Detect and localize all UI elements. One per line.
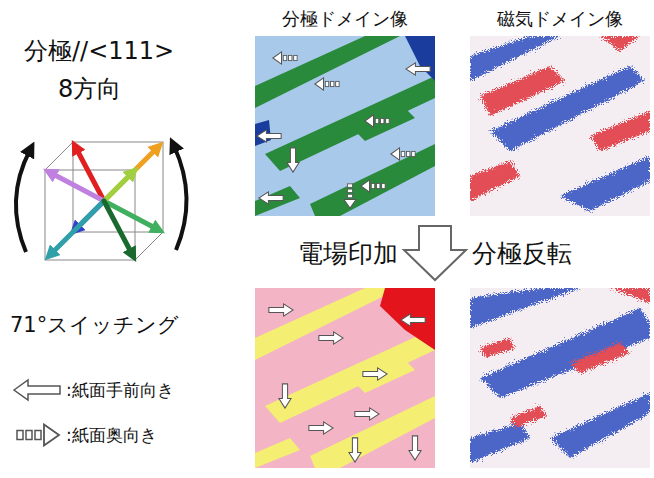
legend-text: :紙面奥向き: [66, 423, 157, 447]
image-panel: 磁気ドメイン像: [470, 6, 650, 218]
polarization-domain-image: [255, 36, 435, 216]
axis-label: 分極//<111>: [24, 36, 174, 66]
switching-label: 71°スイッチング: [10, 312, 179, 338]
legend-samples: [14, 380, 60, 446]
panel-heading: 分極ドメイン像: [255, 6, 435, 32]
rotation-arrows: [16, 146, 187, 252]
result-label: 分極反転: [472, 238, 572, 269]
cube-figure: [45, 142, 163, 260]
magnetic-domain-image: [470, 36, 650, 216]
transition-arrow: [404, 226, 466, 280]
panel-heading: 磁気ドメイン像: [470, 6, 650, 32]
magnetic-domain-image: [470, 288, 650, 468]
polarization-arrows: [51, 148, 157, 254]
legend-text: :紙面手前向き: [66, 378, 174, 402]
count-label: 8方向: [58, 74, 121, 104]
polarization-domain-image: [255, 288, 435, 468]
action-label: 電場印加: [298, 238, 398, 269]
image-panel: 分極ドメイン像: [255, 6, 435, 218]
